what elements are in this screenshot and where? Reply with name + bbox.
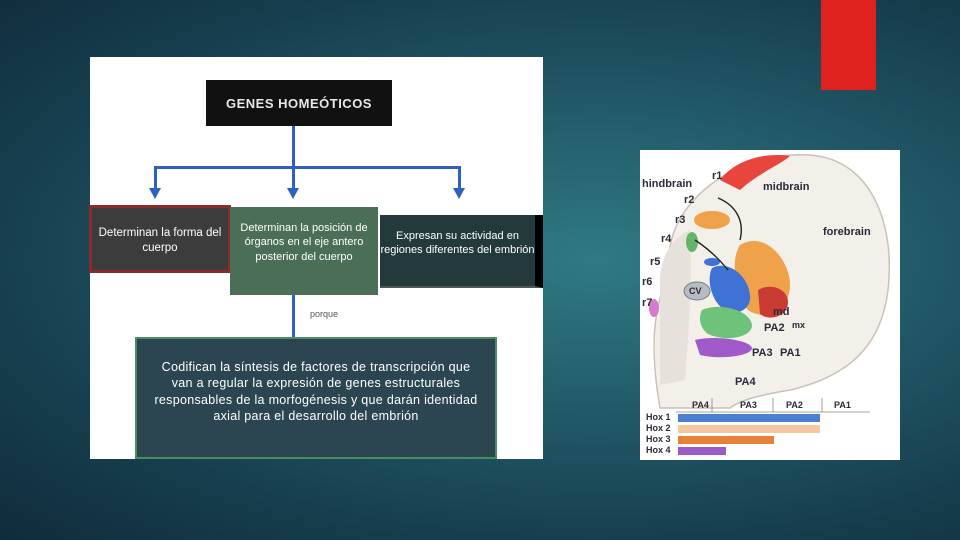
label-r4: r4 — [661, 233, 672, 245]
box-organ-position: Determinan la posición de órganos en el … — [230, 207, 378, 295]
label-pa1: PA1 — [780, 347, 801, 359]
label-r3: r3 — [675, 214, 686, 226]
hox-label-2: Hox 2 — [646, 423, 671, 433]
arrow-left-icon — [149, 188, 161, 199]
axis-pa1: PA1 — [834, 400, 851, 410]
box-transcription-factors-text: Codifican la síntesis de factores de tra… — [154, 360, 478, 423]
label-pa2: PA2 — [764, 322, 785, 334]
label-r7: r7 — [642, 297, 653, 309]
hox-bar-4 — [678, 447, 726, 455]
axis-pa4: PA4 — [692, 400, 709, 410]
box-transcription-factors: Codifican la síntesis de factores de tra… — [135, 337, 497, 459]
axis-pa2: PA2 — [786, 400, 803, 410]
connector-vertical-top — [292, 126, 295, 168]
connector-middle — [292, 166, 295, 190]
box-regional-activity: Expresan su actividad en regiones difere… — [380, 215, 543, 288]
box-body-shape: Determinan la forma del cuerpo — [89, 205, 231, 273]
box-body-shape-text: Determinan la forma del cuerpo — [98, 227, 222, 254]
label-forebrain: forebrain — [823, 226, 871, 238]
hox-bar-3 — [678, 436, 774, 444]
connector-left — [154, 166, 157, 190]
label-hindbrain: hindbrain — [642, 178, 693, 190]
embryo-head-illustration — [649, 154, 891, 413]
connector-right — [458, 166, 461, 190]
label-pa4: PA4 — [735, 376, 756, 388]
homeotic-genes-diagram: GENES HOMEÓTICOS Determinan la forma del… — [89, 57, 543, 459]
hindbrain-hox-figure: hindbrain midbrain forebrain r1 r2 r3 r4… — [640, 150, 900, 460]
label-pa3: PA3 — [752, 347, 773, 359]
diagram-title: GENES HOMEÓTICOS — [226, 95, 372, 111]
label-r6: r6 — [642, 276, 653, 288]
box-regional-activity-text: Expresan su actividad en regiones difere… — [380, 230, 535, 257]
label-md: md — [773, 306, 790, 318]
hox-label-4: Hox 4 — [646, 445, 671, 455]
label-midbrain: midbrain — [763, 181, 810, 193]
box-organ-position-text: Determinan la posición de órganos en el … — [240, 222, 368, 263]
arrow-right-icon — [453, 188, 465, 199]
label-r1: r1 — [712, 170, 723, 182]
connector-label: porque — [310, 309, 339, 319]
connector-down — [292, 295, 295, 337]
diagram-title-box: GENES HOMEÓTICOS — [206, 80, 392, 126]
label-r2: r2 — [684, 194, 695, 206]
axis-pa3: PA3 — [740, 400, 757, 410]
label-cv: CV — [689, 286, 702, 296]
hox-label-1: Hox 1 — [646, 412, 671, 422]
connector-horizontal — [154, 166, 461, 169]
accent-bar — [821, 0, 876, 90]
hox-bar-1 — [678, 414, 820, 422]
label-mx: mx — [792, 320, 806, 330]
label-r5: r5 — [650, 256, 661, 268]
hox-bar-2 — [678, 425, 820, 433]
hox-label-3: Hox 3 — [646, 434, 671, 444]
arrow-middle-icon — [287, 188, 299, 199]
